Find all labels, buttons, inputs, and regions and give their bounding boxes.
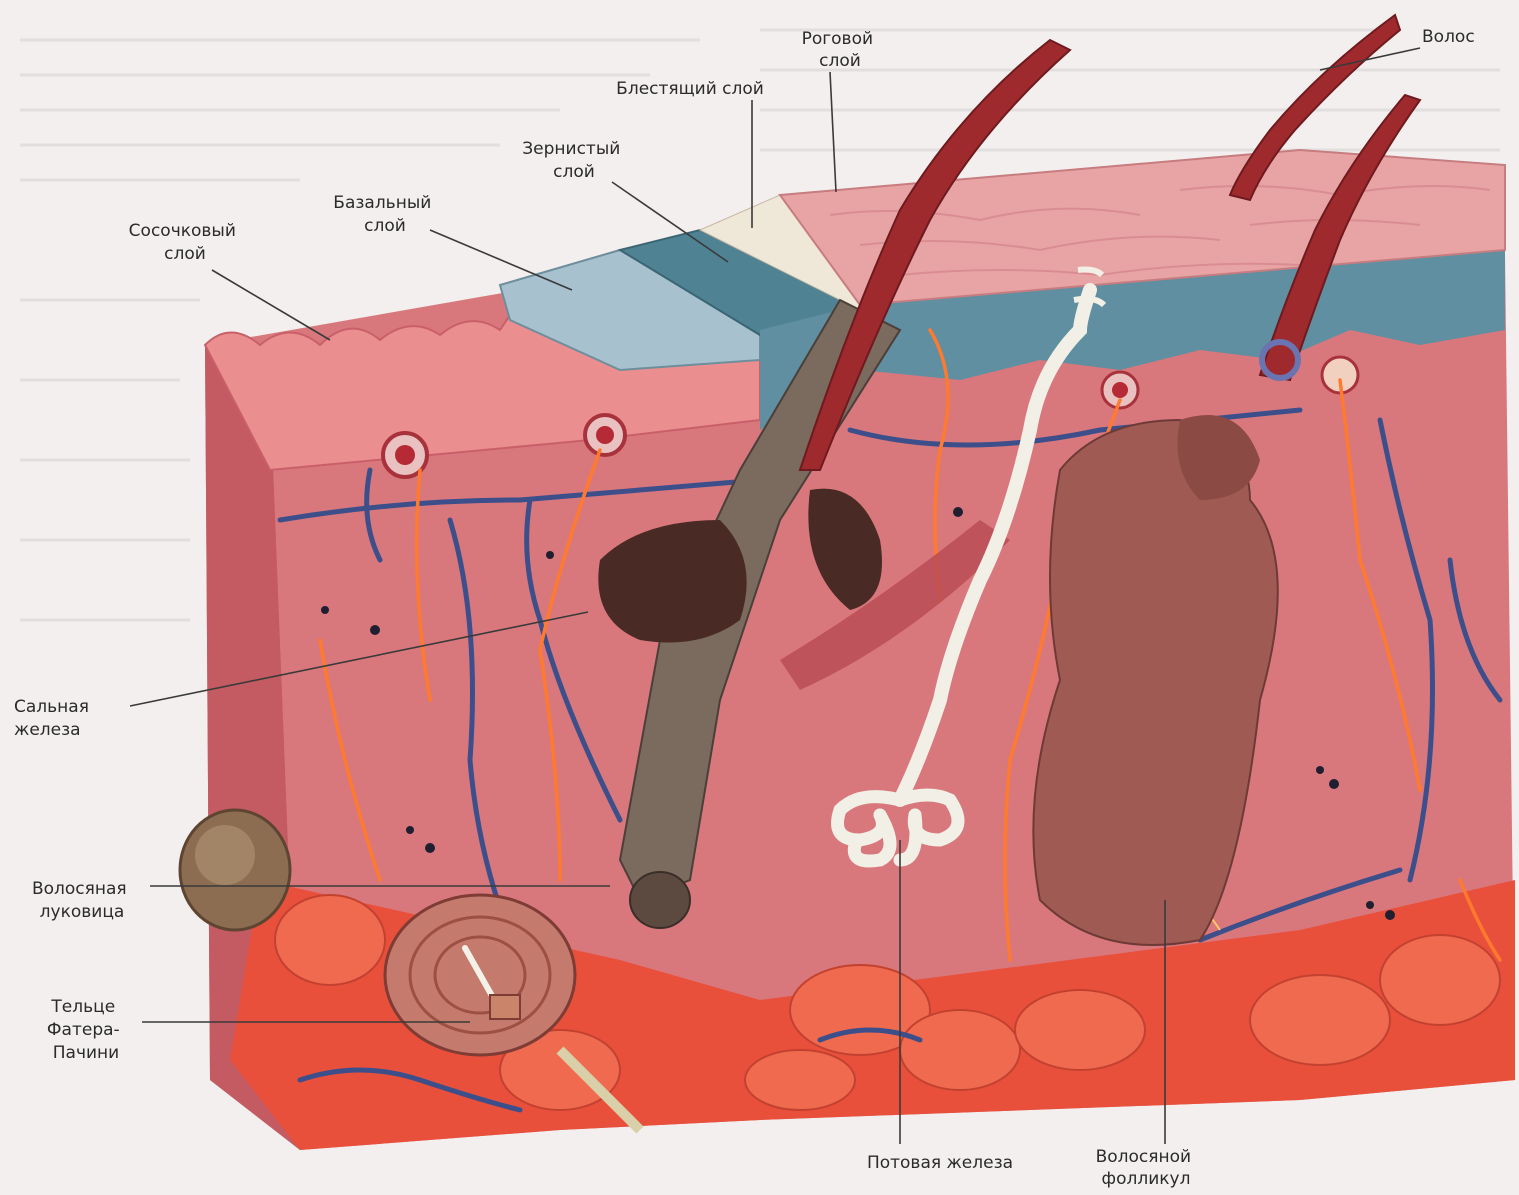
leader-horny-layer	[830, 72, 836, 192]
skin-block	[180, 15, 1515, 1150]
label-sweat-gland: Потовая железа	[867, 1153, 1013, 1173]
label-granular-layer: Зернистый слой	[522, 139, 625, 182]
label-hair: Волос	[1422, 27, 1475, 47]
hair-bulb-left	[630, 872, 690, 928]
label-hair-bulb: Волосяная луковица	[32, 879, 132, 922]
label-pacinian-corpuscle: Тельце Фатера- Пачини	[47, 997, 125, 1063]
pacinian-corpuscle	[385, 895, 575, 1055]
hair-bulb-highlight	[195, 825, 255, 885]
leader-basal-layer	[430, 230, 572, 290]
label-horny-layer: Роговой слой	[802, 29, 879, 71]
label-basal-layer: Базальный слой	[333, 193, 436, 236]
leader-papillary-layer	[212, 270, 330, 340]
label-lucid-layer: Блестящий слой	[616, 79, 764, 99]
label-hair-follicle: Волосяной фолликул	[1096, 1147, 1197, 1189]
label-papillary-layer: Сосочковый слой	[129, 221, 242, 264]
label-sebaceous-gland: Сальная железа	[14, 697, 94, 740]
